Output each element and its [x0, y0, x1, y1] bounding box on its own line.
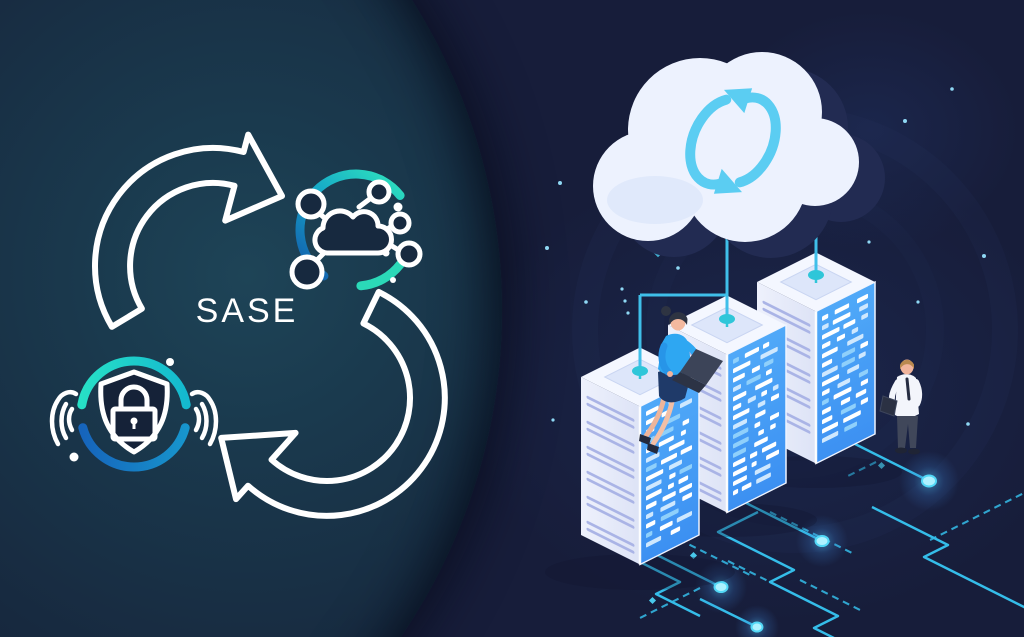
decor-dots-left: [166, 358, 174, 366]
sase-cycle-diagram: [49, 131, 448, 519]
left-hand: [49, 390, 79, 447]
cycle-arrow-bottom: [218, 288, 448, 519]
woman-with-laptop: [639, 306, 723, 454]
circuit-chips: [648, 461, 886, 605]
cycle-arrow-top: [92, 131, 285, 330]
cloud-network-icon: [289, 169, 423, 291]
circuit-network-lines: [627, 439, 1024, 637]
circuit-nodes: [695, 451, 959, 637]
shield-lock-hands-icon: [49, 356, 219, 472]
sase-label: SASE: [195, 292, 299, 330]
shield-outline: [98, 369, 170, 455]
cloud-sync-icon: [593, 52, 885, 258]
right-hand: [189, 390, 219, 447]
server-pins: [632, 270, 824, 379]
sync-arrows-icon: [685, 88, 781, 194]
man-with-tablet: [879, 359, 923, 455]
background-glow-circle: [0, 0, 502, 637]
sparkle-dots: [545, 87, 986, 500]
